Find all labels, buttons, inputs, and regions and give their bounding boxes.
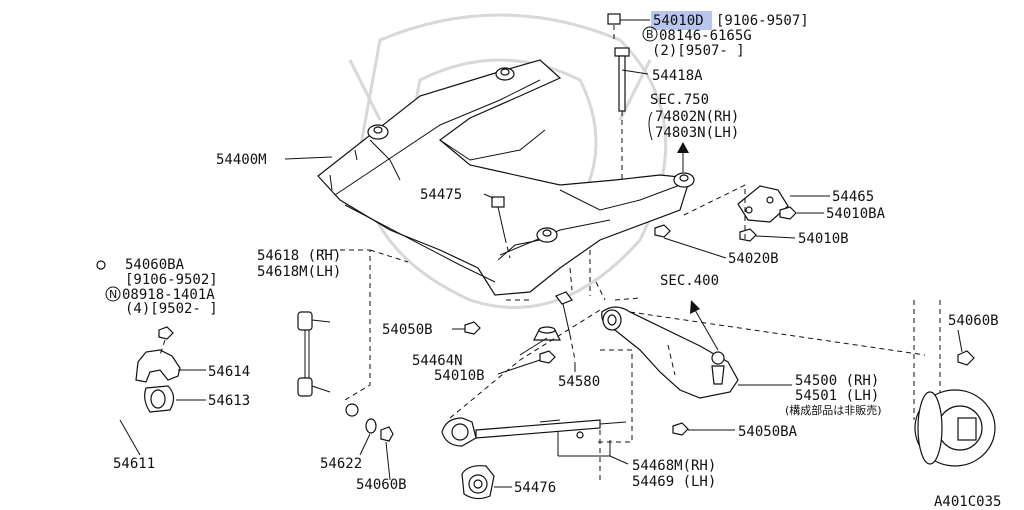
label-54501[interactable]: 54501 (LH) (795, 388, 879, 404)
bolt-54475[interactable] (491, 196, 511, 259)
label-n: N (109, 288, 117, 301)
leader-dash-arm (614, 297, 926, 356)
label-54060b-bottom[interactable]: 54060B (356, 477, 407, 493)
leader-dash-link-top (369, 249, 409, 263)
stabilizer-link-54618[interactable] (297, 311, 331, 397)
label-sec750[interactable]: SEC.750 (650, 92, 709, 108)
leader-dash-center (569, 250, 606, 301)
bolt-54580[interactable] (555, 291, 576, 361)
nut-54010b-top[interactable] (739, 228, 757, 242)
nut-54060b-bottom[interactable] (380, 426, 394, 442)
leader-dash-54465 (683, 184, 746, 240)
circle-b-icon (642, 26, 658, 42)
bushing-54613[interactable] (144, 385, 175, 413)
nut-54060ba[interactable] (158, 326, 174, 356)
label-54580[interactable]: 54580 (558, 374, 600, 390)
label-54500[interactable]: 54500 (RH) (795, 373, 879, 389)
leader-lines (119, 19, 963, 488)
label-54464n[interactable]: 54464N (412, 353, 463, 369)
nut-54010ba-top[interactable] (779, 206, 797, 220)
label-54614[interactable]: 54614 (208, 364, 250, 380)
label-08146-sub: (2)[9507- ] (652, 43, 745, 59)
labels: 54010D [9106-9507] B 08146-6165G (2)[950… (105, 13, 1001, 510)
label-08146[interactable]: 08146-6165G (659, 28, 752, 44)
tension-rod-54468m[interactable] (441, 417, 627, 447)
label-54010ba[interactable]: 54010BA (826, 206, 886, 222)
label-54050ba[interactable]: 54050BA (738, 424, 798, 440)
nut-54010b-mid[interactable] (539, 350, 556, 364)
label-54020b[interactable]: 54020B (728, 251, 779, 267)
label-54060ba-range: [9106-9502] (125, 272, 218, 288)
bushing-54464n[interactable] (533, 326, 561, 341)
label-54618[interactable]: 54618 (RH) (257, 248, 341, 264)
bushing-54476[interactable] (461, 465, 495, 500)
nut-54050b[interactable] (464, 321, 481, 335)
label-54010b-top[interactable]: 54010B (798, 231, 849, 247)
front-subframe-54400m[interactable] (317, 59, 695, 296)
nut-54060b-right[interactable] (957, 350, 975, 366)
label-54010d-range: [9106-9507] (716, 13, 809, 29)
label-74803n[interactable]: 74803N(LH) (655, 125, 739, 141)
label-54611[interactable]: 54611 (113, 456, 155, 472)
label-54418a[interactable]: 54418A (652, 68, 703, 84)
bracket-sec750 (648, 111, 653, 141)
leader-dash-rod (449, 299, 633, 480)
arrow-sec750 (677, 142, 689, 172)
label-08918-sub: (4)[9502- ] (125, 301, 218, 317)
circle-n-icon (105, 286, 121, 302)
label-08918[interactable]: 08918-1401A (122, 287, 215, 303)
bolt-54418a[interactable] (607, 13, 630, 180)
figure-code: A401C035 (934, 494, 1001, 510)
label-54622[interactable]: 54622 (320, 456, 362, 472)
label-54060ba[interactable]: 54060BA (125, 257, 185, 273)
label-b: B (646, 28, 654, 41)
label-54613[interactable]: 54613 (208, 393, 250, 409)
label-note: (構成部品は非販売) (785, 403, 882, 417)
nut-54020b[interactable] (654, 224, 671, 238)
bracket-54614[interactable] (135, 349, 181, 383)
label-54468m[interactable]: 54468M(RH) (632, 458, 716, 474)
label-54475[interactable]: 54475 (420, 187, 462, 203)
bracket-54465[interactable] (737, 185, 789, 223)
label-54465[interactable]: 54465 (832, 189, 874, 205)
label-54010d[interactable]: 54010D (653, 13, 704, 29)
label-54469[interactable]: 54469 (LH) (632, 474, 716, 490)
label-sec400[interactable]: SEC.400 (660, 273, 719, 289)
label-54476[interactable]: 54476 (514, 480, 556, 496)
brake-disc-hub[interactable] (913, 300, 996, 467)
label-54618m[interactable]: 54618M(LH) (257, 264, 341, 280)
label-54050b[interactable]: 54050B (382, 322, 433, 338)
label-74802n[interactable]: 74802N(RH) (655, 109, 739, 125)
lower-control-arm-54500[interactable] (601, 306, 739, 399)
arrow-sec400 (690, 300, 719, 351)
label-54010b-mid[interactable]: 54010B (434, 368, 485, 384)
highlight-54010d (651, 11, 712, 30)
stabilizer-bar-54611[interactable] (47, 259, 359, 445)
label-54400m[interactable]: 54400M (216, 152, 267, 168)
washer-54622[interactable] (365, 418, 377, 434)
label-54060b-right[interactable]: 54060B (948, 313, 999, 329)
nut-54050ba[interactable] (672, 422, 689, 436)
